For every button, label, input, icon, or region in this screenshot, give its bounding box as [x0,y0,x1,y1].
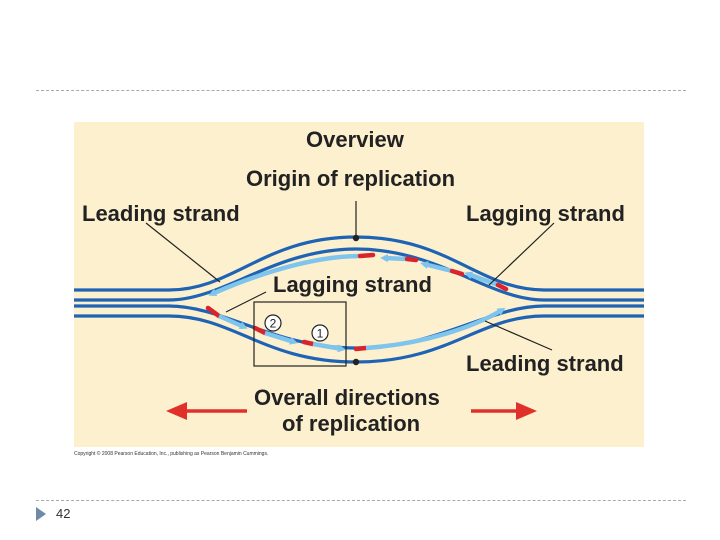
top-divider [36,90,686,91]
parental-strand-bottom-inner [74,304,644,350]
copyright-notice: Copyright © 2008 Pearson Education, Inc.… [74,451,269,457]
rna-primer-fragment-2 [252,325,268,336]
figure-title: Overview [306,127,404,152]
fragment-1-number: 1 [317,327,324,341]
okazaki-fragment-upper-c [464,271,499,288]
directions-label-line2: of replication [282,411,421,436]
origin-dot-top [352,234,360,242]
leading-strand-lower-right [365,307,506,351]
bottom-divider [36,500,686,501]
okazaki-fragment-2 [264,330,298,345]
lagging-strand-center-label: Lagging strand [273,272,432,297]
leading-strand-top-pointer [145,222,221,283]
direction-arrow-left-head [166,402,187,420]
leading-strand-top-label: Leading strand [82,201,240,226]
lagging-strand-top-label: Lagging strand [466,201,625,226]
directions-label-line1: Overall directions [254,385,440,410]
leading-strand-upper-left [208,253,361,297]
origin-dot-bottom [352,358,360,366]
rna-primer-upper-c [495,282,509,292]
leading-strand-bottom-label: Leading strand [466,351,624,376]
fragment-1-circle [311,324,329,342]
fragment-2-circle [264,314,282,332]
rna-primer-upper-a [404,256,419,263]
direction-arrow-right-head [516,402,537,420]
okazaki-fragment-upper-a [380,254,408,263]
okazaki-fragment-upper-b [420,261,453,274]
rna-primer-upper-b [449,268,465,277]
replication-diagram: 2 1 [74,201,644,420]
zoom-box [253,301,347,367]
okazaki-fragment-lower-a [218,313,248,330]
rna-primer-upper-center [357,252,376,259]
okazaki-fragment-1 [312,341,346,353]
rna-primer-fragment-1 [301,339,316,347]
slide-bullet-icon [36,507,46,521]
page-number: 42 [56,506,71,521]
fragment-2-number: 2 [270,317,277,331]
lagging-strand-center-pointer [225,291,267,313]
leading-strand-bottom-pointer [484,320,553,351]
rna-primer-lower-center [353,345,369,352]
rna-primer-lower-a [205,305,222,319]
lagging-strand-top-pointer [488,222,555,286]
origin-of-replication-label: Origin of replication [246,166,456,191]
replication-bubble-figure: 2 1 Overview Origin of replication Leadi… [74,122,644,447]
